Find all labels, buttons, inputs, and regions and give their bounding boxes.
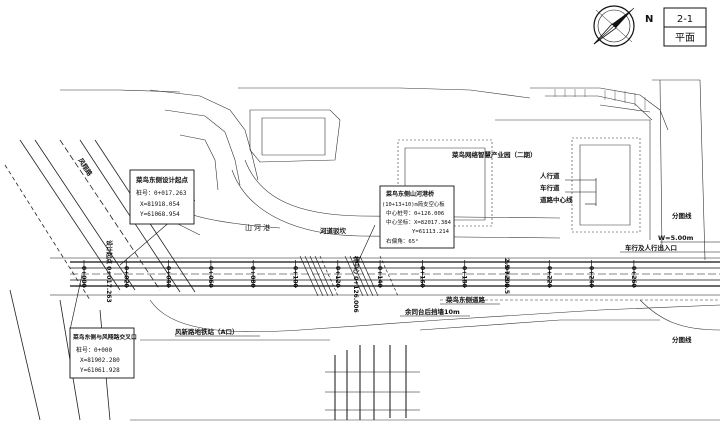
he-dao-slope-label: 河道驳坎 — [320, 226, 347, 235]
station-label: 0+200 — [503, 266, 510, 288]
station-label: 0+100 — [292, 266, 299, 288]
main-road — [50, 257, 720, 296]
sidewalk-entry-label: 车行及人行出入口 — [625, 243, 677, 252]
retaining-wall-label: 余同台后挡墙10m — [404, 307, 460, 316]
station-label: 0+040 — [165, 266, 172, 288]
callout-intersection: 菜鸟东侧与风翔路交叉口 桩号：0+000 X=81902.280 Y=61061… — [69, 327, 137, 379]
pile-lines — [325, 345, 420, 420]
station-ticks: 0+000 0+020 0+040 0+060 0+080 0+100 0+120 0+140… — [80, 260, 637, 288]
split-line-top-label: 分图线 — [672, 211, 692, 220]
shan-he-gang-label: 山河港 — [245, 223, 272, 232]
station-label: 0+020 — [122, 266, 129, 288]
design-start-title: 菜鸟东侧设计起点 — [135, 175, 189, 184]
station-label: 0+260 — [630, 266, 637, 288]
design-start-station: 桩号：0+017.263 — [136, 189, 187, 197]
split-line-bottom-label: 分图线 — [672, 335, 692, 344]
sheet-title-block: 2-1 平面 — [663, 7, 707, 47]
station-label: 0+140 — [376, 266, 383, 288]
north-arrow-icon: N — [593, 5, 653, 47]
intersection-title: 菜鸟东侧与风翔路交叉口 — [72, 333, 137, 341]
road-centerline-label: 道路中心线 — [540, 195, 573, 204]
carriageway-label: 车行道 — [540, 183, 560, 192]
station-label: 0+160 — [418, 266, 425, 288]
north-letter: N — [645, 14, 653, 25]
industrial-park-label: 菜鸟网络智慧产业园（二期） — [451, 150, 537, 159]
sheet-number: 2-1 — [677, 14, 693, 25]
bridge-skew: 右偏角：65° — [386, 237, 418, 245]
design-start-line-label: 设计起点 0+017.263 — [105, 240, 113, 303]
intersection-station: 桩号：0+000 — [76, 346, 112, 354]
station-label: 0+000 — [80, 266, 87, 288]
leader-lines — [69, 178, 720, 337]
station-label: 0+220 — [545, 266, 552, 288]
station-label: 0+180 — [461, 266, 468, 288]
station-label: 0+060 — [207, 266, 214, 288]
station-label: 0+120 — [334, 266, 341, 288]
fengxin-site-label: 风新路地铁站（A口） — [175, 327, 239, 336]
bridge-center-station: 中心桩号：0+126.006 — [386, 209, 444, 217]
feng-xiang-road-label: 风翔路 — [76, 156, 94, 178]
station-label: 0+240 — [588, 266, 595, 288]
sheet-name: 平面 — [675, 33, 695, 44]
callout-design-start: 菜鸟东侧设计起点 桩号：0+017.263 X=81918.054 Y=6106… — [129, 169, 195, 225]
bridge-zone — [299, 255, 399, 297]
design-start-x: X=81918.054 — [140, 201, 180, 208]
bridge-center-coord: 中心坐标：X=82017.384 — [386, 218, 452, 226]
callout-bridge: 菜鸟东侧山河港桥 (10+13+10)m简支空心板 中心桩号：0+126.006… — [379, 185, 455, 249]
intersection-x: X=81902.280 — [80, 357, 120, 364]
intersection-y: Y=61061.928 — [80, 367, 120, 374]
design-start-y: Y=61068.954 — [140, 211, 180, 218]
sidewalk-label: 人行道 — [540, 171, 560, 180]
bridge-center-label: 桥中心 0+126.006 — [352, 256, 360, 313]
east-road-label: 菜鸟东侧道路 — [445, 295, 486, 304]
parking-grid — [554, 89, 646, 110]
bridge-title: 菜鸟东侧山河港桥 — [385, 190, 435, 198]
site-outlines — [60, 79, 706, 261]
station-label: 0+080 — [249, 266, 256, 288]
bridge-center-y: Y=61113.214 — [412, 229, 450, 235]
cross-section-label: 2.5 7.5 2.5 — [503, 258, 510, 294]
bridge-span: (10+13+10)m简支空心板 — [382, 200, 445, 208]
width-note-label: W=5.00m — [658, 234, 694, 242]
bottom-site-outlines — [130, 299, 720, 421]
